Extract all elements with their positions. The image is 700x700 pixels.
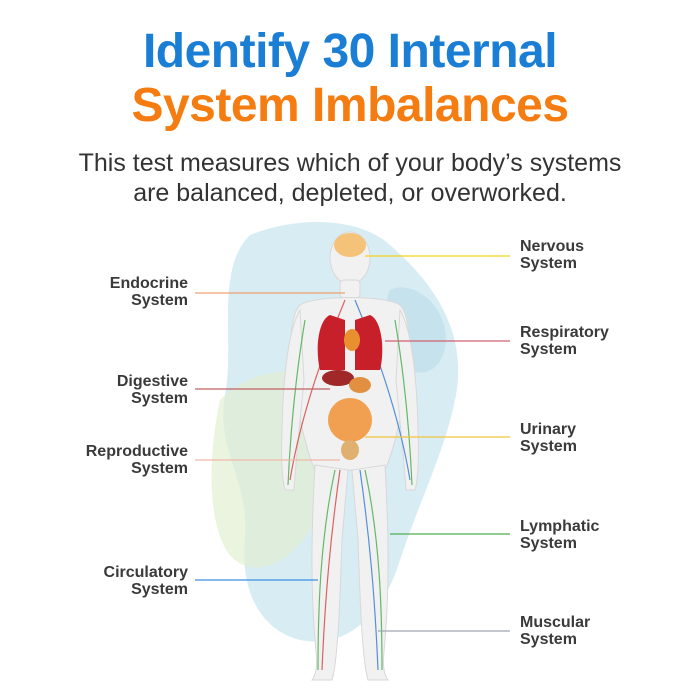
- lungs: [317, 315, 383, 370]
- bladder: [341, 440, 359, 460]
- title-line-1: Identify 30 Internal: [142, 25, 558, 78]
- label-line: System: [520, 535, 577, 552]
- label-muscular-system: Muscular System: [520, 614, 680, 648]
- circulatory-vessels: [287, 299, 413, 671]
- liver: [322, 370, 354, 386]
- label-urinary-system: Urinary System: [520, 421, 680, 455]
- subtitle: This test measures which of your body’s …: [0, 148, 700, 208]
- label-respiratory-system: Respiratory System: [520, 324, 680, 358]
- label-line: System: [131, 460, 188, 477]
- label-line: System: [520, 438, 577, 455]
- label-line: Nervous: [520, 238, 585, 255]
- label-digestive-system: Digestive System: [28, 373, 188, 407]
- brain: [334, 233, 366, 257]
- label-line: Circulatory: [103, 564, 188, 581]
- subtitle-line-2: are balanced, depleted, or overworked.: [133, 179, 567, 207]
- connector-lines: [195, 255, 510, 632]
- label-line: System: [520, 255, 577, 272]
- organs: [317, 233, 383, 460]
- subtitle-line-1: This test measures which of your body’s …: [78, 149, 622, 177]
- label-reproductive-system: Reproductive System: [28, 443, 188, 477]
- label-line: Reproductive: [85, 443, 188, 460]
- label-line: Muscular: [520, 614, 591, 631]
- stomach: [349, 377, 371, 393]
- intestines: [328, 398, 372, 442]
- label-line: System: [131, 581, 188, 598]
- label-line: Urinary: [520, 421, 577, 438]
- label-line: Lymphatic: [520, 518, 600, 535]
- label-lymphatic-system: Lymphatic System: [520, 518, 680, 552]
- label-nervous-system: Nervous System: [520, 238, 680, 272]
- title-line-2: System Imbalances: [131, 79, 569, 132]
- label-line: System: [520, 631, 577, 648]
- label-line: Respiratory: [520, 324, 609, 341]
- heart: [344, 329, 360, 351]
- label-line: Digestive: [116, 373, 188, 390]
- label-line: System: [131, 390, 188, 407]
- label-line: System: [131, 292, 188, 309]
- label-line: Endocrine: [109, 275, 188, 292]
- label-endocrine-system: Endocrine System: [28, 275, 188, 309]
- label-line: System: [520, 341, 577, 358]
- label-circulatory-system: Circulatory System: [28, 564, 188, 598]
